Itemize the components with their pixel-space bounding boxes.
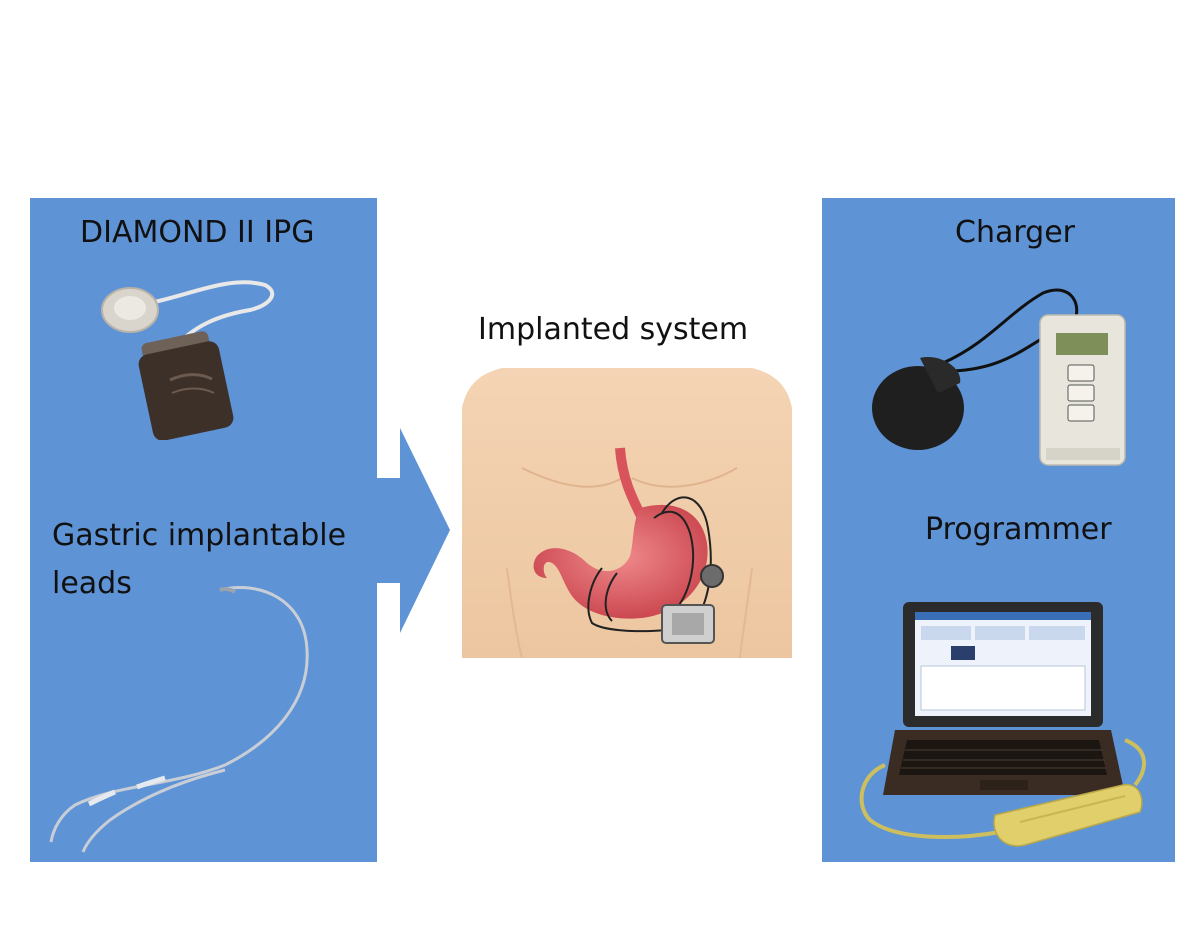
leads-title-text: Gastric implantable leads [52,518,347,601]
gastric-leads-icon [49,586,309,853]
torso-with-stomach-icon [462,368,792,658]
implanted-system-title: Implanted system [478,312,749,347]
ipg-device-icon [101,280,275,440]
left-panel [30,198,377,862]
laptop-programmer-icon [859,602,1146,847]
charger-title: Charger [955,215,1075,250]
leads-title: Gastric implantable leads [52,512,382,608]
programmer-title: Programmer [925,512,1112,547]
ipg-title: DIAMOND II IPG [80,215,315,250]
charger-device-icon [872,288,1126,466]
flow-arrow-icon [377,428,450,633]
